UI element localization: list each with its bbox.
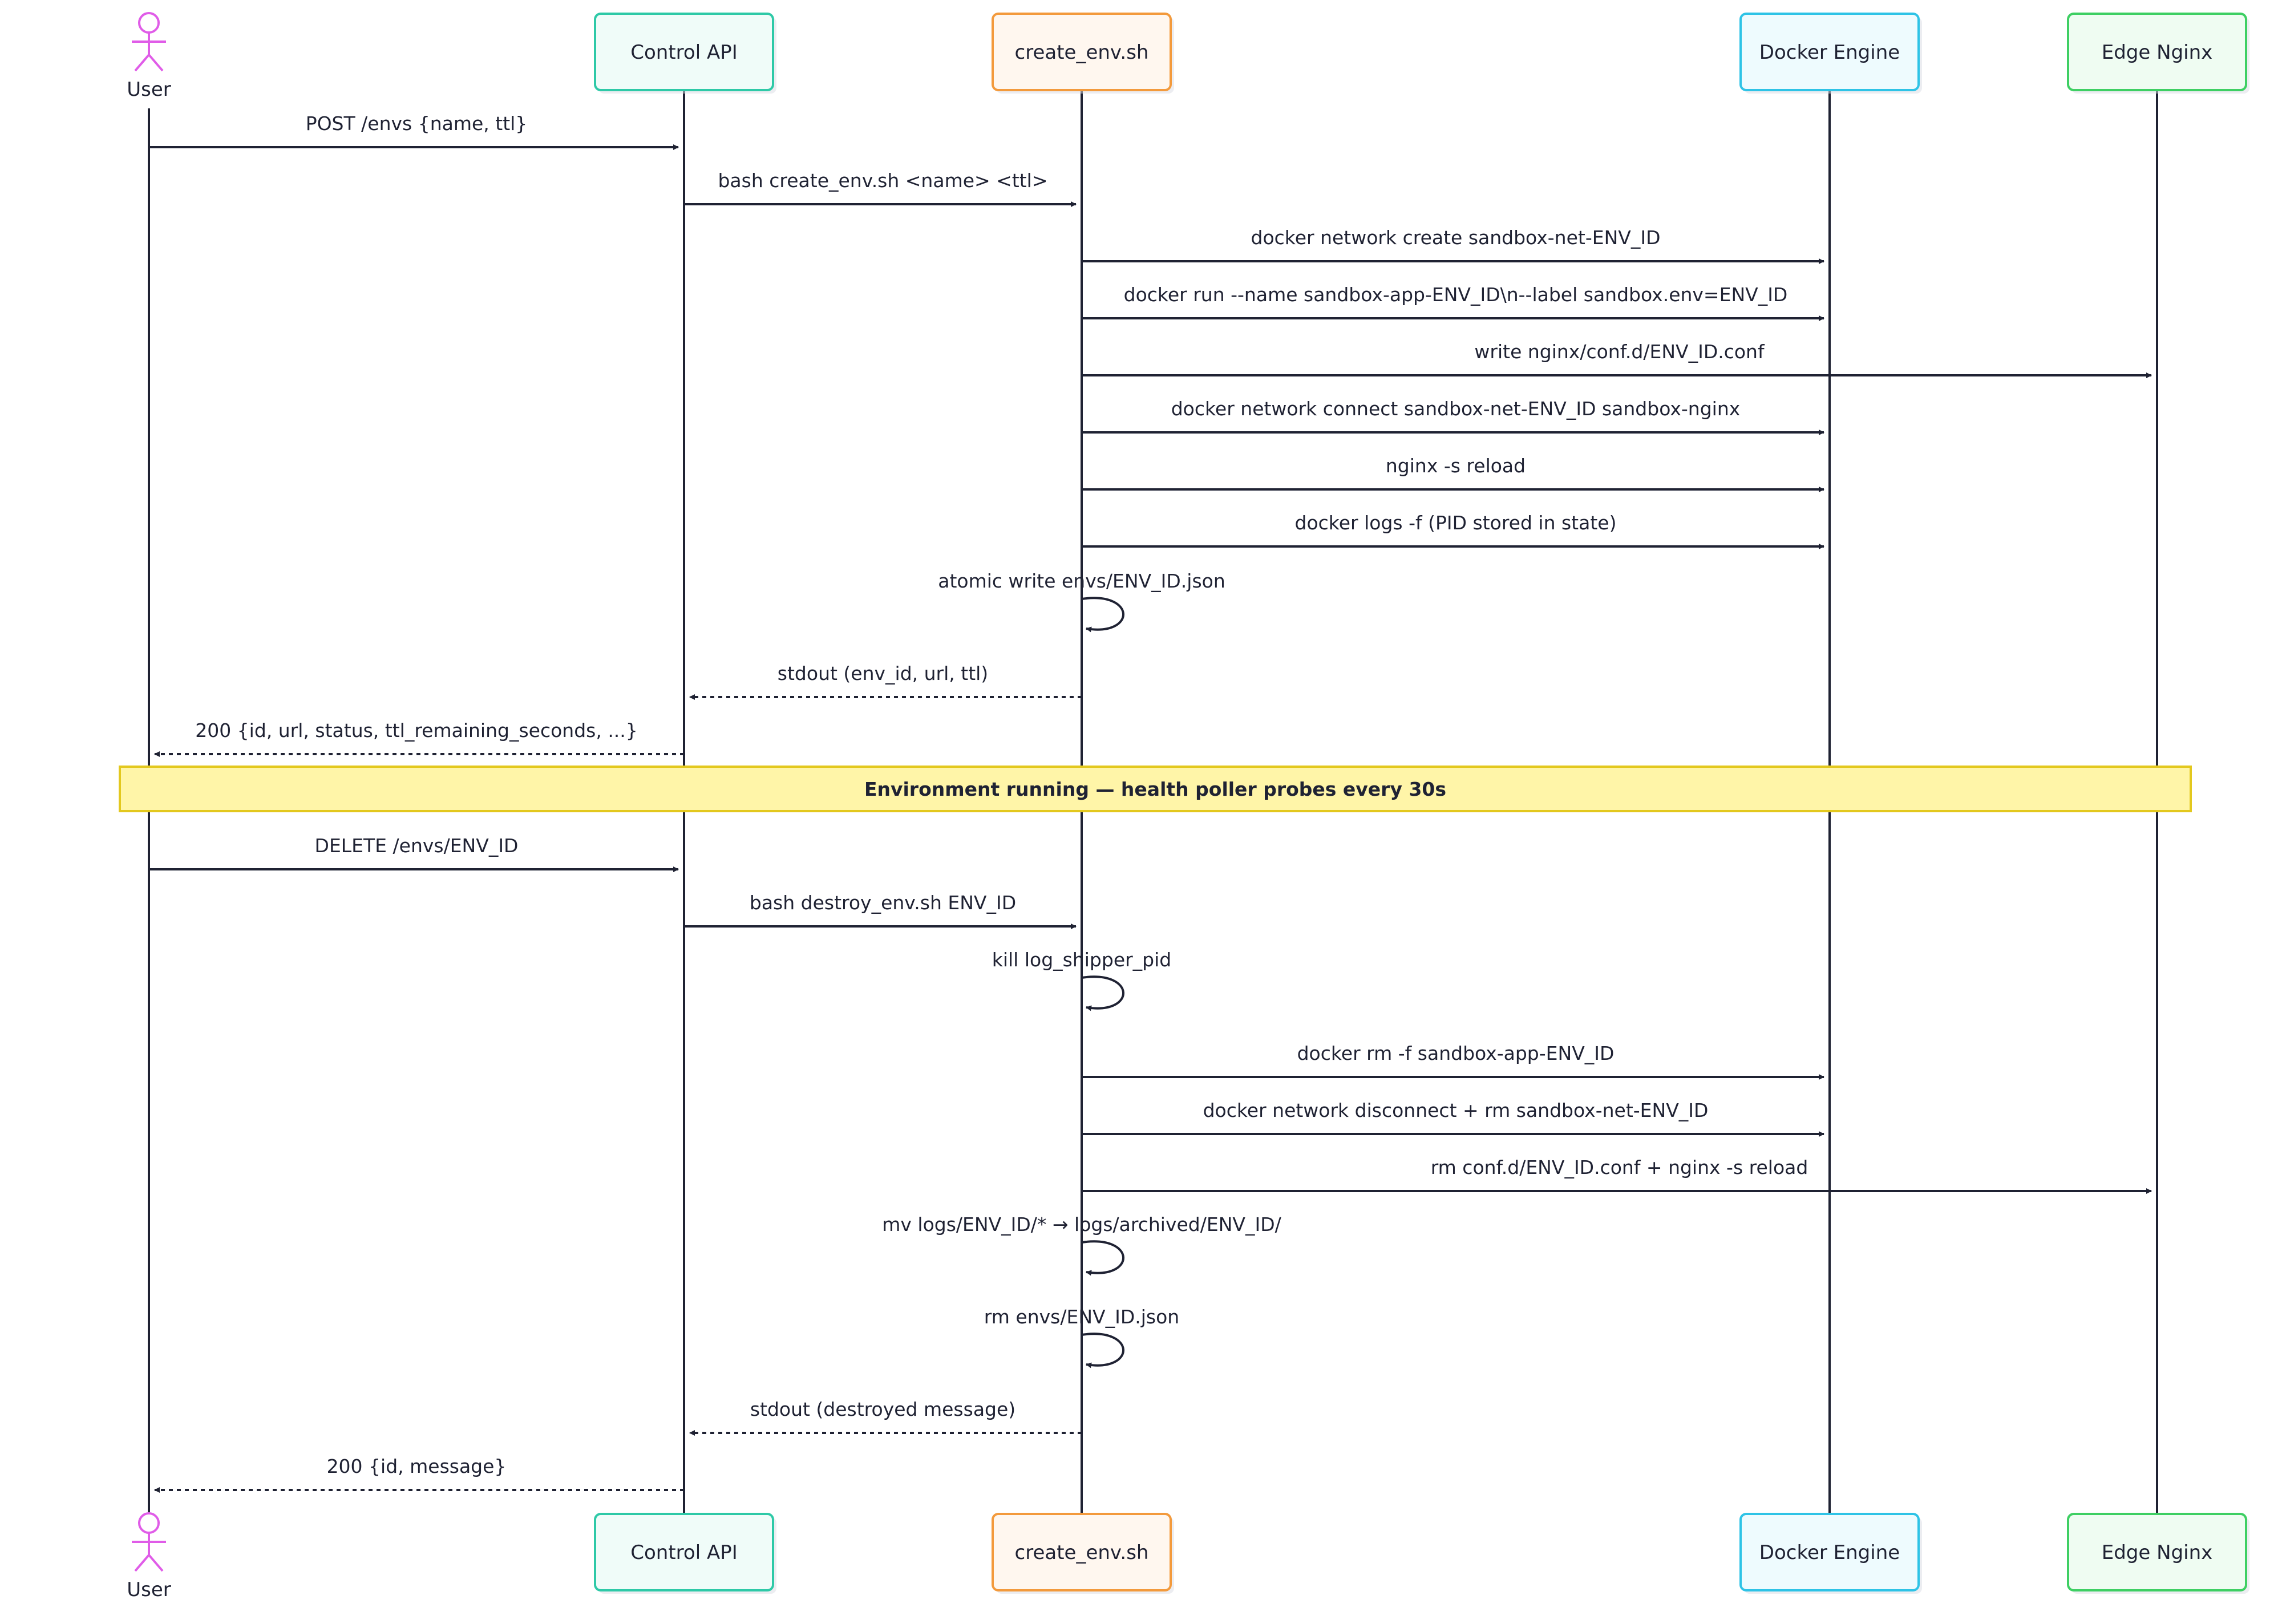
message-label: DELETE /envs/ENV_ID [315, 835, 519, 857]
message-label: rm envs/ENV_ID.json [984, 1306, 1179, 1328]
message-label: docker network connect sandbox-net-ENV_I… [1171, 398, 1741, 420]
message-label: docker network disconnect + rm sandbox-n… [1203, 1099, 1709, 1121]
participant-label: Edge Nginx [2102, 41, 2213, 64]
message-arrow [1081, 1240, 1124, 1276]
message-3: docker run --name sandbox-app-ENV_ID\n--… [1082, 284, 1824, 321]
message-1: bash create_env.sh <name> <ttl> [684, 169, 1077, 207]
actor-icon [132, 12, 166, 72]
participant-box [2067, 1513, 2247, 1591]
participant-user-bottom: User [127, 1512, 171, 1601]
participant-script-bottom: create_env.sh [992, 1513, 1174, 1594]
message-label: docker logs -f (PID stored in state) [1295, 512, 1617, 534]
actor-icon [132, 1512, 166, 1572]
message-17: mv logs/ENV_ID/* → logs/archived/ENV_ID/ [882, 1213, 1282, 1276]
message-5: docker network connect sandbox-net-ENV_I… [1082, 398, 1824, 435]
message-label: kill log_shipper_pid [992, 949, 1172, 971]
message-10: 200 {id, url, status, ttl_remaining_seco… [154, 719, 684, 757]
participant-box [2067, 13, 2247, 91]
message-0: POST /envs {name, ttl} [149, 112, 679, 150]
participant-api-bottom: Control API [594, 1513, 776, 1594]
participant-box [992, 1513, 1172, 1591]
message-4: write nginx/conf.d/ENV_ID.conf [1082, 341, 2152, 378]
message-14: docker rm -f sandbox-app-ENV_ID [1082, 1042, 1824, 1080]
participant-label: Edge Nginx [2102, 1541, 2213, 1564]
message-19: stdout (destroyed message) [689, 1398, 1082, 1436]
participant-box [1739, 1513, 1920, 1591]
participant-nginx-top: Edge Nginx [2067, 13, 2249, 94]
message-label: stdout (destroyed message) [750, 1398, 1015, 1420]
note-band: Environment running — health poller prob… [119, 766, 2192, 812]
participant-docker-top: Docker Engine [1739, 13, 1922, 94]
message-label: docker network create sandbox-net-ENV_ID [1251, 226, 1661, 249]
participant-label: Control API [630, 1541, 738, 1564]
message-label: 200 {id, url, status, ttl_remaining_seco… [195, 719, 638, 742]
participant-script-top: create_env.sh [992, 13, 1174, 94]
note-label: Environment running — health poller prob… [864, 778, 1446, 800]
message-label: POST /envs {name, ttl} [306, 112, 528, 135]
message-arrow [1081, 1333, 1124, 1368]
message-8: atomic write envs/ENV_ID.json [938, 570, 1225, 633]
message-arrow [1081, 597, 1124, 633]
participant-label: create_env.sh [1015, 41, 1149, 64]
message-13: kill log_shipper_pid [992, 949, 1172, 1011]
message-label: 200 {id, message} [327, 1455, 507, 1477]
participant-label: create_env.sh [1015, 1541, 1149, 1564]
message-16: rm conf.d/ENV_ID.conf + nginx -s reload [1082, 1156, 2152, 1194]
participant-api-top: Control API [594, 13, 776, 94]
message-label: atomic write envs/ENV_ID.json [938, 570, 1225, 592]
message-label: write nginx/conf.d/ENV_ID.conf [1474, 341, 1765, 363]
message-6: nginx -s reload [1082, 455, 1824, 492]
message-12: bash destroy_env.sh ENV_ID [684, 892, 1077, 929]
participant-label: Control API [630, 41, 738, 64]
message-label: docker rm -f sandbox-app-ENV_ID [1297, 1042, 1615, 1064]
message-2: docker network create sandbox-net-ENV_ID [1082, 226, 1824, 264]
message-label: nginx -s reload [1386, 455, 1526, 477]
message-label: bash destroy_env.sh ENV_ID [750, 892, 1016, 914]
participant-label: Docker Engine [1759, 41, 1900, 64]
participant-docker-bottom: Docker Engine [1739, 1513, 1922, 1594]
participant-box [992, 13, 1172, 91]
participant-user-top: User [127, 12, 171, 101]
message-11: DELETE /envs/ENV_ID [149, 835, 679, 872]
participant-label: User [127, 1578, 171, 1601]
message-arrow [1081, 975, 1124, 1011]
message-label: bash create_env.sh <name> <ttl> [718, 169, 1047, 192]
participant-box [594, 13, 774, 91]
message-label: stdout (env_id, url, ttl) [778, 662, 988, 685]
message-label: rm conf.d/ENV_ID.conf + nginx -s reload [1431, 1156, 1808, 1178]
message-15: docker network disconnect + rm sandbox-n… [1082, 1099, 1824, 1137]
message-label: mv logs/ENV_ID/* → logs/archived/ENV_ID/ [882, 1213, 1281, 1236]
participant-label: Docker Engine [1759, 1541, 1900, 1564]
message-7: docker logs -f (PID stored in state) [1082, 512, 1824, 549]
message-9: stdout (env_id, url, ttl) [689, 662, 1082, 700]
participant-box [1739, 13, 1920, 91]
message-20: 200 {id, message} [154, 1455, 684, 1493]
participant-label: User [127, 78, 171, 101]
participant-box [594, 1513, 774, 1591]
message-label: docker run --name sandbox-app-ENV_ID\n--… [1124, 284, 1788, 306]
message-18: rm envs/ENV_ID.json [984, 1306, 1179, 1368]
participant-nginx-bottom: Edge Nginx [2067, 1513, 2249, 1594]
